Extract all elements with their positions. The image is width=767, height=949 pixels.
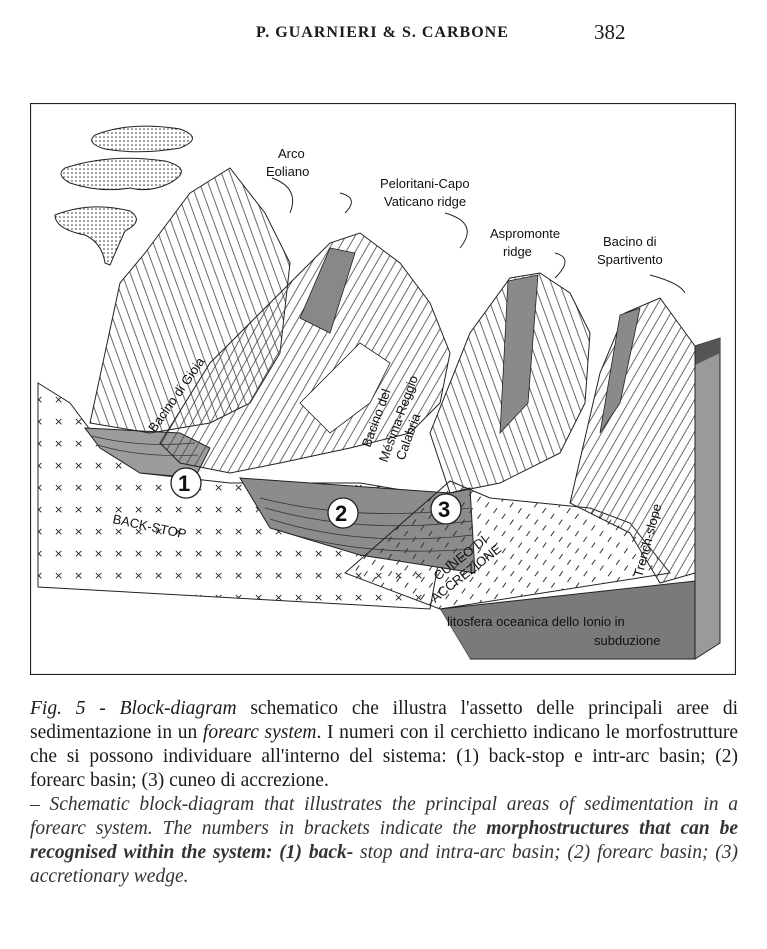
caption-en-a: – Schematic block-diagram that illustrat… [30, 794, 738, 839]
block-diagram-svg: × [30, 103, 736, 675]
peloritani-ridge [159, 232, 451, 474]
label-arco-2: Eoliano [266, 164, 309, 179]
page-header: P. GUARNIERI & S. CARBONE 382 [0, 20, 767, 44]
plume-lower [54, 206, 137, 266]
right-wall-top [695, 338, 720, 365]
label-arco-1: Arco [278, 146, 305, 161]
figure-caption: Fig. 5 - Block-diagram schematico che il… [30, 697, 738, 889]
label-litosfera-1: litosfera oceanica dello Ionio in [447, 614, 625, 629]
caption-en-b: morphostructures that can be recognised … [30, 818, 738, 863]
running-head-authors: P. GUARNIERI & S. CARBONE [256, 24, 509, 41]
caption-it-rest: . I numeri con il cerchietto indicano le… [30, 722, 738, 791]
caption-fig-prefix: Fig. 5 - [30, 698, 120, 719]
plume-middle [60, 157, 182, 191]
volcanic-plumes [54, 125, 193, 266]
marker-2: 2 [327, 497, 359, 529]
page-number: 382 [594, 20, 626, 44]
label-spartivento-2: Spartivento [597, 252, 663, 267]
caption-it-mid: schematico che illustra l'assetto delle … [30, 698, 739, 743]
label-peloritani-2: Vaticano ridge [384, 194, 466, 209]
trench-dark-flank [599, 307, 641, 434]
mesima-basin-surface [299, 342, 391, 434]
caption-english: – Schematic block-diagram that illustrat… [30, 793, 738, 889]
marker-3: 3 [430, 493, 462, 525]
marker-3-number: 3 [438, 497, 450, 522]
label-litosfera-2: subduzione [594, 633, 661, 648]
trench-slope-ridge [569, 297, 696, 584]
label-peloritani-1: Peloritani-Capo [380, 176, 470, 191]
caption-term-forearc: forearc system [202, 722, 317, 743]
peloritani-dark-flank [299, 247, 356, 334]
label-aspromonte-2: ridge [503, 244, 532, 259]
marker-1: 1 [170, 467, 202, 499]
caption-en-c: stop and intra-arc basin; (2) forearc ba… [30, 842, 738, 887]
block-right-wall [694, 337, 721, 660]
block-diagram-figure: × [30, 103, 736, 675]
label-spartivento-1: Bacino di [603, 234, 657, 249]
label-aspromonte-1: Aspromonte [490, 226, 560, 241]
marker-2-number: 2 [335, 501, 347, 526]
marker-1-number: 1 [178, 471, 190, 496]
plume-top [91, 125, 193, 153]
caption-term-block-diagram: Block-diagram [119, 698, 237, 719]
leader-lines [271, 177, 686, 294]
aspromonte-dark-flank [499, 274, 539, 435]
caption-italian: Fig. 5 - Block-diagram schematico che il… [30, 697, 738, 793]
